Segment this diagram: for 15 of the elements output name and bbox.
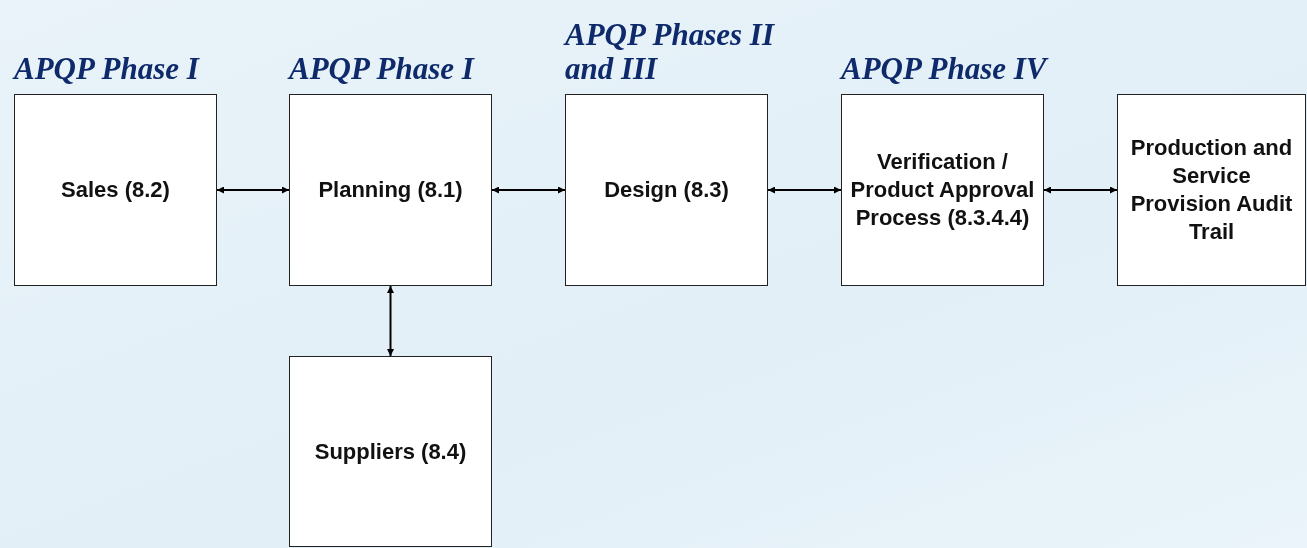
double-arrow — [1043, 186, 1118, 194]
process-box: Suppliers (8.4) — [289, 356, 492, 547]
process-box: Production and Service Provision Audit Trail — [1117, 94, 1306, 286]
process-box: Design (8.3) — [565, 94, 768, 286]
double-arrow — [216, 186, 290, 194]
phase-heading: APQP Phase I — [14, 52, 199, 86]
process-box: Planning (8.1) — [289, 94, 492, 286]
phase-heading: APQP Phases II and III — [565, 18, 776, 86]
double-arrow — [767, 186, 842, 194]
phase-heading: APQP Phase I — [289, 52, 474, 86]
double-arrow — [491, 186, 566, 194]
double-arrow — [387, 285, 394, 357]
phase-heading: APQP Phase IV — [841, 52, 1047, 86]
process-box: Sales (8.2) — [14, 94, 217, 286]
process-box: Verification / Product Approval Process (8.3.4.4) — [841, 94, 1044, 286]
